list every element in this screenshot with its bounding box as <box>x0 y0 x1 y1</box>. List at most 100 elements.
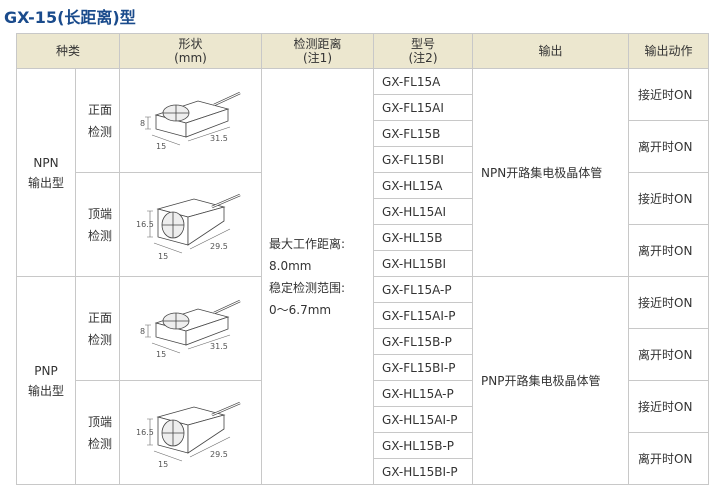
dim-length <box>187 334 230 350</box>
face-label-sub: 检测 <box>88 436 113 451</box>
model-cell: GX-HL15BI <box>373 250 473 277</box>
type-label-sub: 输出型 <box>27 175 64 190</box>
model-cell: GX-HL15B-P <box>373 432 473 459</box>
dim-height <box>146 418 153 446</box>
model-cell: GX-FL15AI <box>373 94 473 121</box>
sensor-side-face <box>185 108 228 138</box>
sensor-side-face <box>185 316 228 346</box>
model-cell: GX-FL15AI-P <box>373 302 473 329</box>
spec-table: 种类 形状 (mm) 检测距离 (注1) 型号 (注2) 输出 输出动作 NPN… <box>16 33 709 485</box>
action-cell: 离开时ON <box>628 328 709 381</box>
dim-width-label: 15 <box>158 460 168 469</box>
dim-width-label: 15 <box>156 142 166 151</box>
type-cell-pnp: PNP 输出型 <box>16 276 76 485</box>
dim-height <box>144 116 151 130</box>
header-distance: 检测距离 (注1) <box>261 33 374 69</box>
dim-height-label: 16.5 <box>136 428 154 437</box>
page-title: GX-15(长距离)型 <box>4 8 136 27</box>
header-model-line2: (注2) <box>408 51 438 65</box>
model-cell: GX-HL15BI-P <box>373 458 473 485</box>
header-action: 输出动作 <box>628 33 709 69</box>
header-shape-line2: (mm) <box>174 51 207 65</box>
sensing-cross <box>161 212 184 238</box>
dim-length-label: 31.5 <box>210 342 228 351</box>
face-label: 顶端 <box>88 414 113 429</box>
face-cell: 顶端 检测 <box>75 172 120 277</box>
header-distance-line1: 检测距离 <box>293 37 342 51</box>
dim-width <box>153 450 182 462</box>
model-cell: GX-HL15A-P <box>373 380 473 407</box>
action-cell: 离开时ON <box>628 432 709 485</box>
model-cell: GX-FL15B-P <box>373 328 473 355</box>
dim-height <box>144 324 151 338</box>
sensor-side-face <box>187 414 224 454</box>
action-cell: 接近时ON <box>628 380 709 433</box>
action-cell: 接近时ON <box>628 68 709 121</box>
model-cell: GX-HL15AI <box>373 198 473 225</box>
action-cell: 离开时ON <box>628 120 709 173</box>
type-label: PNP <box>34 363 58 378</box>
face-cell: 顶端 检测 <box>75 380 120 485</box>
distance-cell: 最大工作距离: 8.0mm 稳定检测范围: 0～6.7mm <box>261 68 374 485</box>
dim-width <box>151 342 180 354</box>
model-cell: GX-HL15B <box>373 224 473 251</box>
header-output: 输出 <box>472 33 629 69</box>
type-label-sub: 输出型 <box>27 383 64 398</box>
output-cell: PNP开路集电极晶体管 <box>472 276 629 485</box>
face-cell: 正面 检测 <box>75 276 120 381</box>
table-row: GX-FL15AI <box>17 94 709 121</box>
header-model: 型号 (注2) <box>373 33 473 69</box>
face-label: 正面 <box>88 310 113 325</box>
header-kind: 种类 <box>16 33 120 69</box>
shape-diagram-cell: 8 15 31.5 <box>119 68 262 173</box>
header-shape: 形状 (mm) <box>119 33 262 69</box>
face-label: 顶端 <box>88 206 113 221</box>
cable-inner <box>213 92 240 106</box>
dim-width <box>153 242 182 254</box>
distance-line2: 8.0mm <box>269 258 312 273</box>
face-label-sub: 检测 <box>88 332 113 347</box>
shape-diagram-cell: 8 15 31.5 <box>119 276 262 381</box>
face-label: 正面 <box>88 102 113 117</box>
model-cell: GX-HL15A <box>373 172 473 199</box>
sensing-cross <box>161 420 184 446</box>
dim-height <box>146 210 153 238</box>
dim-length-label: 31.5 <box>210 134 228 143</box>
table-row: GX-HL15B 离开时ON <box>17 224 709 277</box>
dim-length <box>189 436 230 458</box>
dim-length <box>189 228 230 250</box>
face-label-sub: 检测 <box>88 124 113 139</box>
cable-inner <box>213 300 240 314</box>
front-sensor-diagram: 8 15 31.5 <box>140 299 241 359</box>
model-cell: GX-FL15BI-P <box>373 354 473 381</box>
sensing-cross <box>162 105 189 121</box>
dim-width-label: 15 <box>156 350 166 359</box>
action-cell: 接近时ON <box>628 172 709 225</box>
dim-height-label: 8 <box>140 327 145 336</box>
sensing-cross <box>162 313 189 329</box>
front-sensor-diagram: 8 15 31.5 <box>140 91 241 151</box>
distance-line1: 最大工作距离: <box>269 236 346 251</box>
type-label: NPN <box>33 155 59 170</box>
header-distance-line2: (注1) <box>303 51 332 65</box>
dim-height-label: 16.5 <box>136 220 154 229</box>
face-label-sub: 检测 <box>88 228 113 243</box>
table-row: GX-FL15BI-P <box>17 354 709 381</box>
table-row: NPN 输出型 正面 检测 8 15 31.5 最大工作距离: 8.0mm 稳定检测… <box>16 68 709 485</box>
dim-height-label: 8 <box>140 119 145 128</box>
cable-inner <box>211 194 240 208</box>
dim-width-label: 15 <box>158 252 168 261</box>
dim-length <box>187 126 230 142</box>
model-cell: GX-FL15A <box>373 68 473 95</box>
cable-inner <box>211 402 240 416</box>
dim-width <box>151 134 180 146</box>
type-cell-npn: NPN 输出型 <box>16 68 76 277</box>
action-cell: 离开时ON <box>628 224 709 277</box>
